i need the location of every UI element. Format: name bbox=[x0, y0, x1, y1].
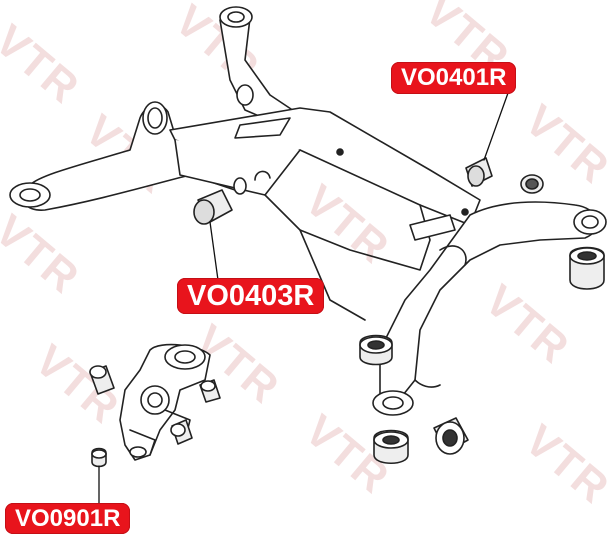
bushing-0401 bbox=[465, 157, 493, 187]
leader-line-0401 bbox=[483, 92, 509, 161]
right-arm bbox=[372, 201, 607, 416]
bushing-0403 bbox=[193, 177, 247, 225]
leader-line-0403 bbox=[209, 221, 219, 281]
top-arm bbox=[219, 6, 301, 126]
crossmember-body bbox=[169, 107, 481, 321]
bushing-bottom-right bbox=[433, 417, 469, 455]
bushing-bottom-left bbox=[373, 429, 409, 465]
part-tag-vo0401r[interactable]: VO0401R bbox=[391, 62, 517, 94]
knuckle-bushing-1 bbox=[89, 365, 115, 395]
bushing-right-top bbox=[520, 174, 544, 194]
bushing-left-lower bbox=[359, 334, 393, 366]
knuckle-bushing-3 bbox=[170, 419, 193, 445]
bushing-0901 bbox=[91, 447, 107, 468]
knuckle-bushing-2 bbox=[199, 379, 221, 403]
part-tag-vo0403r[interactable]: VO0403R bbox=[177, 278, 325, 314]
knuckle-assembly bbox=[119, 343, 211, 461]
bushing-right-side bbox=[569, 246, 605, 290]
part-tag-vo0901r[interactable]: VO0901R bbox=[5, 503, 131, 534]
